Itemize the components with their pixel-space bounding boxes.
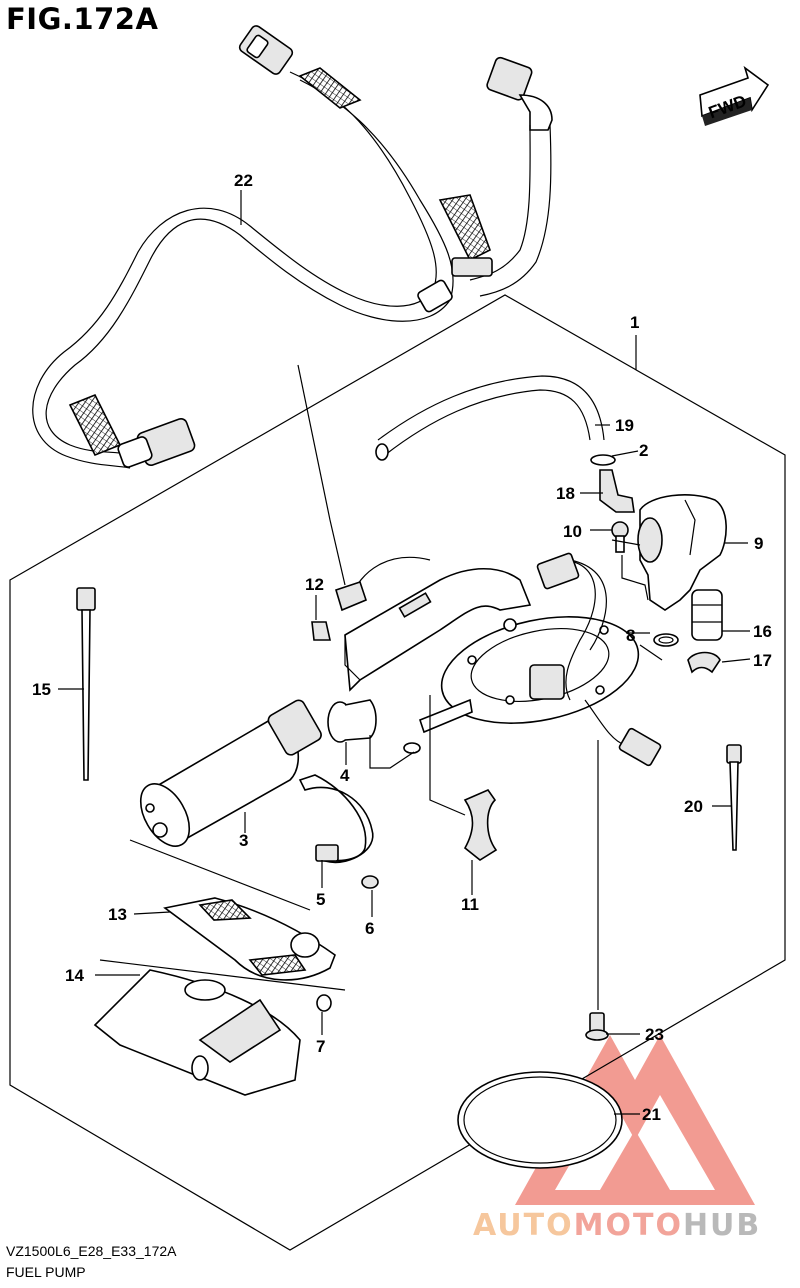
- regulator-16: [691, 589, 723, 641]
- grommet-4: [327, 699, 377, 743]
- fuel-filter-13: [163, 897, 336, 981]
- fuel-hose-22: [32, 25, 553, 469]
- callout-22: 22: [234, 171, 253, 190]
- callout-23: 23: [645, 1025, 664, 1044]
- breather-hose-19: [375, 375, 605, 461]
- screw-10: [611, 521, 629, 553]
- pump-bracket: [344, 567, 532, 754]
- callout-5: 5: [316, 890, 325, 909]
- cable-tie-20: [726, 744, 742, 851]
- callout-20: 20: [684, 797, 703, 816]
- callout-19: 19: [615, 416, 634, 435]
- callout-11: 11: [461, 895, 479, 914]
- watermark-logo: [515, 1035, 755, 1205]
- callout-15: 15: [32, 680, 51, 699]
- callout-7: 7: [316, 1037, 325, 1056]
- callout-2: 2: [639, 441, 648, 460]
- gasket-21: [457, 1071, 623, 1169]
- callout-14: 14: [65, 966, 84, 985]
- washer-7: [316, 994, 332, 1012]
- filter-cover-14: [93, 969, 301, 1096]
- model-code: VZ1500L6_E28_E33_172A: [6, 1243, 177, 1259]
- figure-name: FUEL PUMP: [6, 1264, 86, 1280]
- o-ring-8: [653, 633, 679, 647]
- figure-title: FIG.172A: [6, 2, 159, 36]
- callout-6: 6: [365, 919, 374, 938]
- callout-1: 1: [630, 313, 639, 332]
- regulator-housing-9: [637, 494, 727, 611]
- fwd-arrow-icon: FWD: [699, 65, 770, 126]
- watermark-moto: MOTO: [573, 1208, 683, 1243]
- watermark-hub: HUB: [682, 1208, 762, 1243]
- fuel-pump-3: [139, 699, 322, 847]
- assembly-box: [9, 294, 786, 1251]
- callout-8: 8: [626, 626, 635, 645]
- callout-9: 9: [754, 534, 763, 553]
- callout-10: 10: [563, 522, 582, 541]
- bolt-23: [585, 1012, 609, 1041]
- watermark-auto: AUTO: [473, 1208, 574, 1243]
- fitting-18: [599, 469, 635, 513]
- callout-16: 16: [753, 622, 772, 641]
- callout-21: 21: [642, 1105, 661, 1124]
- damper-11: [463, 789, 498, 861]
- watermark-text: AUTOMOTOHUB: [473, 1208, 761, 1243]
- callout-13: 13: [108, 905, 127, 924]
- hose-clamp-2: [590, 454, 616, 466]
- cable-tie-15: [76, 587, 96, 781]
- callout-3: 3: [239, 831, 248, 850]
- pump-wiring: [349, 552, 662, 767]
- clamp-band-5: [298, 774, 374, 864]
- clip-17: [687, 651, 721, 674]
- leader-lines: [58, 190, 751, 1115]
- screw-6: [361, 875, 379, 889]
- callout-4: 4: [340, 766, 350, 785]
- callout-12: 12: [305, 575, 324, 594]
- callout-labels: 1 2 3 4 5 6 7 8 9 10 11 12 13 14 15 16 1…: [32, 171, 772, 1124]
- callout-17: 17: [753, 651, 772, 670]
- callout-18: 18: [556, 484, 575, 503]
- clip-12: [311, 580, 367, 641]
